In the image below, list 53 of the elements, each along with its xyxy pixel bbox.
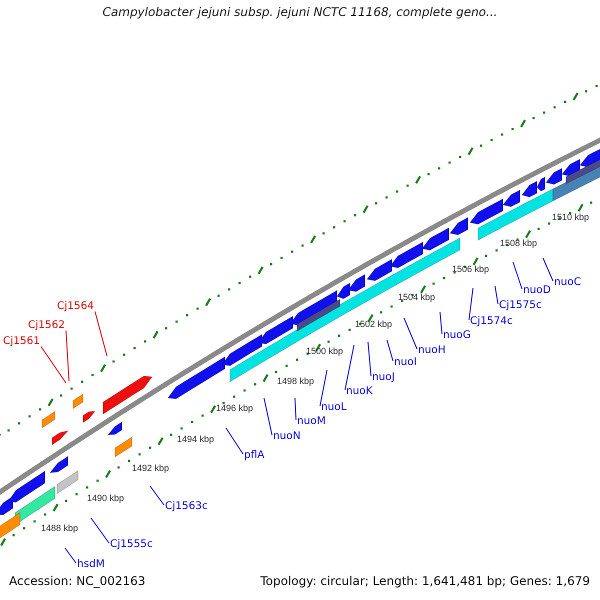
gene-label: Cj1575c [499, 300, 542, 312]
gene-label: Cj1564 [57, 301, 94, 313]
scale-label: 1488 kbp [41, 524, 78, 534]
map-title: Campylobacter jejuni subsp. jejuni NCTC 11168, complete geno... [102, 6, 498, 20]
gene-label: nuoC [554, 277, 582, 289]
gene-label: nuoD [523, 285, 551, 297]
leader-line [542, 258, 554, 282]
scale-label: 1504 kbp [398, 293, 436, 303]
leader-line [320, 370, 328, 406]
gene-label: nuoG [443, 330, 471, 342]
topology-text: Topology: circular; Length: 1,641,481 bp; Genes: 1,679 [260, 575, 590, 588]
gene-label: Cj1562 [28, 320, 65, 332]
scale-label: 1506 kbp [452, 265, 490, 275]
gene-label: nuoM [297, 416, 326, 428]
leader-line [150, 486, 164, 506]
gene-label: Cj1561 [3, 336, 40, 348]
scale-label: 1494 kbp [177, 435, 214, 445]
leader-line [64, 548, 76, 564]
gene-label: nuoI [394, 357, 417, 369]
gene-label: nuoK [346, 386, 373, 398]
leader-line [226, 428, 244, 454]
leader-line [344, 344, 354, 390]
leader-line [90, 518, 110, 544]
gene-label: nuoN [273, 431, 301, 443]
leader-line [94, 311, 108, 356]
leader-line [512, 262, 522, 290]
scale-label: 1510 kbp [552, 213, 590, 223]
scale-label: 1500 kbp [306, 347, 344, 357]
scale-label: 1498 kbp [277, 377, 314, 387]
scale-label: 1502 kbp [355, 320, 392, 330]
scale-label: 1492 kbp [132, 464, 170, 474]
scale-label: 1490 kbp [87, 494, 124, 504]
gene-label: pflA [244, 450, 264, 462]
gene-label: Cj1555c [110, 539, 153, 551]
scale-label: 1508 kbp [500, 239, 538, 249]
gene-label: hsdM [77, 559, 105, 571]
leader-line [494, 286, 498, 304]
gene-label: nuoH [418, 345, 446, 357]
leader-line [468, 288, 474, 320]
leader-line [440, 312, 442, 334]
gene-label: Cj1563c [165, 501, 208, 513]
gene-label: Cj1574c [470, 316, 513, 328]
leader-line [404, 318, 418, 350]
gene-label: nuoL [321, 402, 347, 414]
leader-line [66, 330, 70, 382]
scale-label: 1496 kbp [216, 404, 254, 414]
accession-text: Accession: NC_002163 [9, 575, 146, 588]
leader-line [264, 398, 272, 436]
leader-line [386, 340, 394, 362]
leader-line [368, 342, 372, 376]
leader-line [40, 346, 66, 384]
leader-line [294, 398, 296, 420]
gene-label: nuoJ [372, 372, 395, 384]
